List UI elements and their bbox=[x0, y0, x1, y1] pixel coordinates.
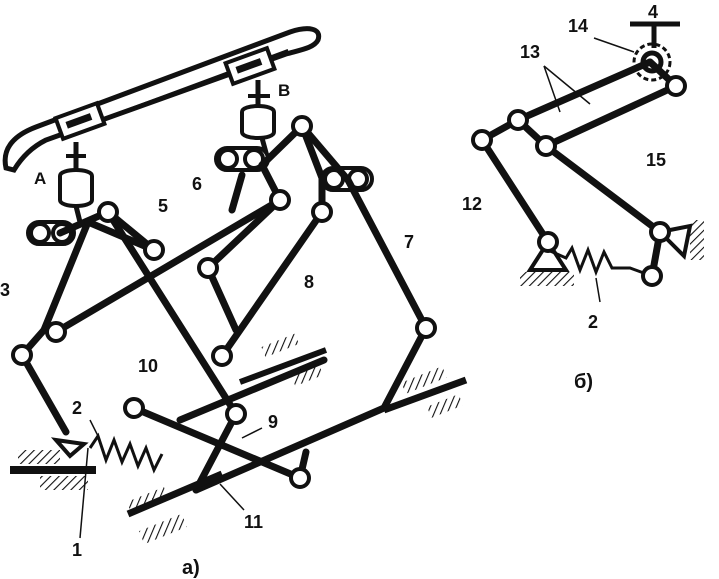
label-7: 7 bbox=[404, 232, 414, 252]
collector-shoe bbox=[2, 26, 322, 173]
label-11: 11 bbox=[244, 512, 263, 532]
caption-b: б) bbox=[574, 371, 593, 393]
base-left bbox=[10, 437, 96, 490]
leaders-b bbox=[543, 37, 635, 303]
pivot-14 bbox=[632, 42, 672, 82]
base-right bbox=[126, 333, 468, 545]
label-4: 4 bbox=[648, 2, 658, 22]
joints bbox=[11, 115, 437, 489]
label-8: 8 bbox=[304, 272, 314, 292]
label-3: 3 bbox=[0, 280, 10, 300]
label-14: 14 bbox=[568, 16, 588, 36]
label-12: 12 bbox=[462, 194, 482, 214]
spring-2 bbox=[88, 432, 164, 474]
label-13: 13 bbox=[520, 42, 540, 62]
label-6: 6 bbox=[192, 174, 202, 194]
label-15: 15 bbox=[646, 150, 666, 170]
support-left bbox=[520, 238, 574, 286]
damper-a bbox=[58, 142, 94, 223]
label-2: 2 bbox=[72, 398, 82, 418]
roller-pair-left bbox=[26, 220, 76, 246]
leaders-a bbox=[79, 419, 263, 539]
label-1: 1 bbox=[72, 540, 82, 560]
figure-b: 4 14 13 15 12 2 б) bbox=[462, 2, 704, 393]
spring-2-b bbox=[547, 244, 653, 278]
roller-pair-mid bbox=[214, 146, 270, 172]
label-2b: 2 bbox=[588, 312, 598, 332]
caption-a: а) bbox=[182, 557, 200, 579]
label-point-a: А bbox=[34, 169, 46, 188]
label-9: 9 bbox=[268, 412, 278, 432]
label-point-b: В bbox=[278, 81, 290, 100]
figure-a: А В 1 2 3 5 6 7 8 9 10 11 а) bbox=[0, 26, 468, 579]
joints-b bbox=[471, 75, 687, 287]
label-5: 5 bbox=[158, 196, 168, 216]
label-10: 10 bbox=[138, 356, 158, 376]
